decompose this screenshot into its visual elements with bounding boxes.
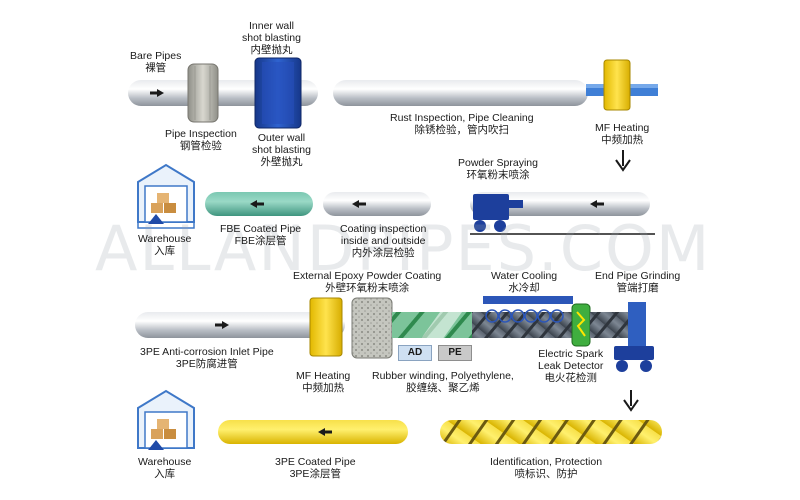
wrapping-section [420,312,572,340]
powder-spraying-cart [470,194,655,235]
pipe-inspection-rollers [187,63,219,123]
label-rubber-winding: Rubber winding, Polyethylene,胶缠绕、聚乙烯 [372,370,514,394]
tag-pe: PE [438,345,472,361]
row1-clean-pipe [333,80,588,106]
epoxy-spray-chamber [351,297,393,359]
powder-pipe [470,192,650,216]
marked-pipe [440,420,662,444]
spark-detector-ring [571,303,591,347]
warehouse-icon-2 [137,389,195,450]
down-arrow-1 [615,150,631,172]
final-coated-pipe [218,420,408,444]
mf-heating-coil-2 [309,297,343,357]
water-cooling-sprays [483,296,573,323]
outer-blast-machine [254,57,302,129]
inspection-pipe [323,192,431,216]
mf-heating-coil-1 [603,59,631,111]
down-arrow-2 [623,390,639,412]
coated-pipe-3pe [590,312,630,338]
fbe-coated-pipe [205,192,313,216]
tag-ad: AD [398,345,432,361]
watermark: ALLANDPIPES.COM [95,212,712,285]
inlet-pipe [135,312,345,338]
warehouse-icon [137,163,195,229]
end-grinding-machine [614,302,654,372]
